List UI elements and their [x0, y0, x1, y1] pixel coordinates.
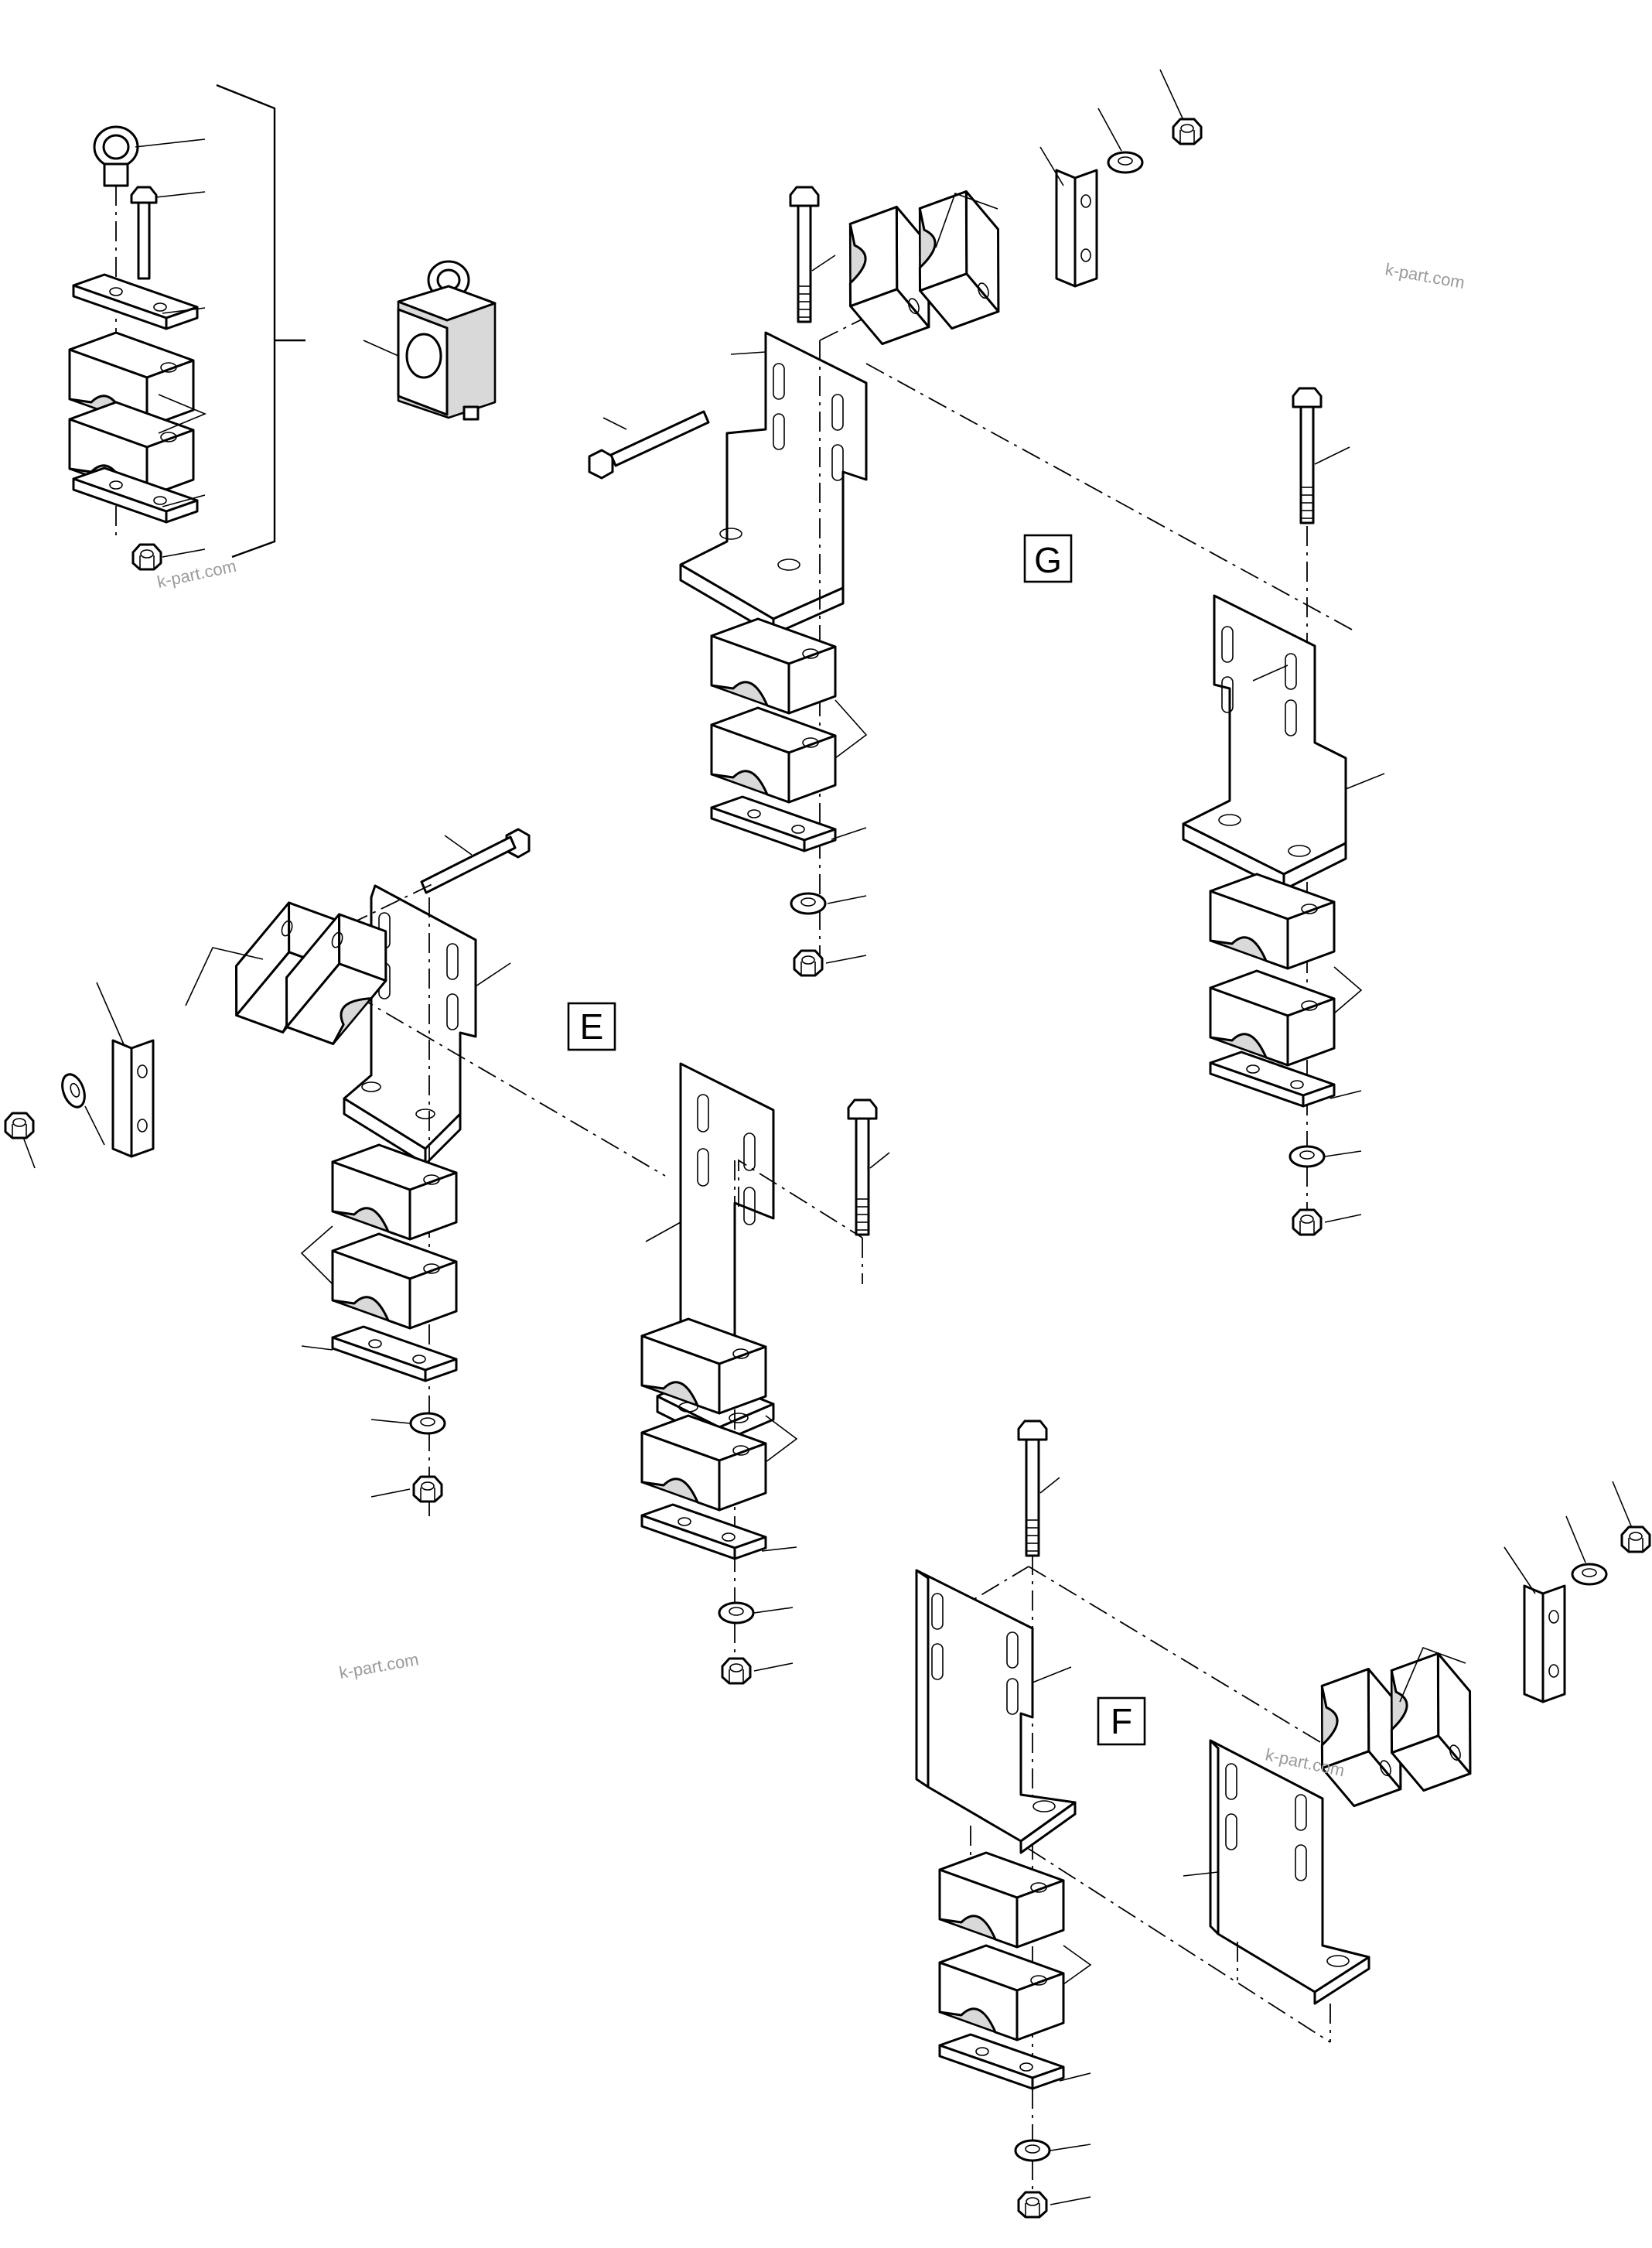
bracket-f-right [1183, 1739, 1370, 2005]
bracket-g-right [1182, 594, 1385, 891]
section-label-e: E [580, 1006, 604, 1047]
hex-bolt [130, 186, 206, 280]
eyebolt-clamp-assembly [68, 84, 497, 571]
eye-bolt [93, 125, 206, 187]
watermark-1: k-part.com [155, 556, 238, 592]
section-label-f: F [1111, 1701, 1132, 1741]
horizontal-bolt-e [420, 828, 531, 894]
bracket-f-left [915, 1569, 1077, 1854]
watermark-2: k-part.com [1384, 259, 1466, 292]
section-e-assembly: E [4, 828, 890, 1685]
assembled-clamp [363, 260, 497, 421]
section-f-assembly: F [915, 1420, 1651, 2219]
horizontal-bolt-g [588, 410, 710, 480]
section-g-assembly: G [588, 69, 1385, 1236]
bracket-g-left [679, 331, 868, 636]
watermark-3: k-part.com [338, 1649, 421, 1683]
section-label-g: G [1034, 540, 1062, 580]
